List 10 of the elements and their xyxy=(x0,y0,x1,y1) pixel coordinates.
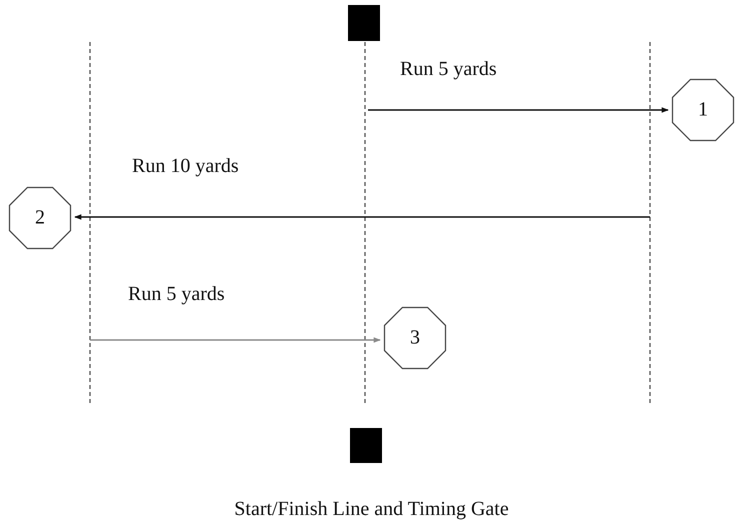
marker-number: 2 xyxy=(34,206,46,230)
edge-label: Run 5 yards xyxy=(128,283,225,306)
marker-number: 1 xyxy=(697,98,709,122)
arrow xyxy=(368,107,669,113)
caption: Start/Finish Line and Timing Gate xyxy=(234,498,509,520)
edge-label: Run 10 yards xyxy=(132,155,239,178)
arrow xyxy=(74,214,650,220)
arrow xyxy=(90,337,381,343)
marker-number: 3 xyxy=(409,326,421,350)
edge-label: Run 5 yards xyxy=(400,58,497,81)
